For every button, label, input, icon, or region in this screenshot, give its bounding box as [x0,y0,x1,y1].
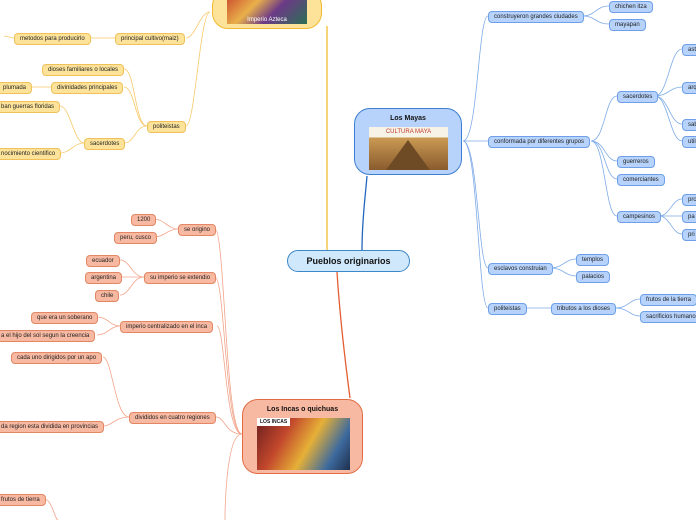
maya-pro[interactable]: pro [682,194,696,206]
inca-imperio-extendio[interactable]: su imperio se extendio [144,272,217,284]
inca-ecuador[interactable]: ecuador [86,255,120,267]
azteca-politeistas[interactable]: politeistas [147,121,186,133]
maya-diferentes-grupos[interactable]: conformada por diferentes grupos [488,136,591,148]
aztec-image-caption: Imperio Azteca [247,17,287,23]
azteca-metodos-producir[interactable]: metodos para producirlo [14,33,91,45]
inca-chile[interactable]: chile [95,290,120,302]
mayas-main-node[interactable]: Los Mayas CULTURA MAYA [354,108,462,175]
azteca-dioses-locales[interactable]: dioses familiares o locales [42,64,125,76]
maya-util[interactable]: utili [682,136,696,148]
inca-soberano[interactable]: que era un soberano [31,312,99,324]
maya-image: CULTURA MAYA [369,127,448,170]
inca-image-caption: LOS INCAS [257,418,291,426]
inca-argentina[interactable]: argentina [85,272,123,284]
maya-grandes-ciudades[interactable]: construyeron grandes ciudades [488,11,584,23]
maya-tributos-dioses[interactable]: tributos a los dioses [551,303,617,315]
aztecas-main-node[interactable]: Imperio Azteca [212,0,322,29]
inca-provincias[interactable]: da region esta dividida en provincias [0,421,105,433]
maya-palacios[interactable]: palacios [576,271,611,283]
maya-templos[interactable]: templos [576,254,610,266]
maya-comerciantes[interactable]: comerciantes [617,174,665,186]
inca-dirigidos-apo[interactable]: cada uno dirigidos por un apo [11,352,103,364]
maya-esclavos[interactable]: esclavos construian [488,263,553,275]
maya-mayapan[interactable]: mayapan [609,19,646,31]
incas-main-node[interactable]: Los Incas o quichuas LOS INCAS [242,399,363,474]
maya-campesinos[interactable]: campesinos [617,211,662,223]
maya-guerreros[interactable]: guerreros [617,156,655,168]
azteca-principal-cultivo[interactable]: principal cultivo(maiz) [115,33,185,45]
maya-pri[interactable]: pri [682,229,696,241]
maya-arq[interactable]: arq [682,82,696,94]
central-topic[interactable]: Pueblos originarios [287,250,410,272]
pyramid-shape [386,140,430,170]
maya-sacrificios[interactable]: sacrificios humano [640,311,696,323]
maya-image-caption: CULTURA MAYA [385,129,432,135]
inca-cuatro-regiones[interactable]: divididos en cuatro regiones [129,412,216,424]
maya-sacerdotes[interactable]: sacerdotes [617,91,659,103]
maya-sab[interactable]: sab [682,119,696,131]
inca-peru-cusco[interactable]: peru, cusco [114,232,158,244]
aztec-image: Imperio Azteca [227,0,307,24]
inca-se-origino[interactable]: se origino [178,224,217,236]
azteca-divinidades[interactable]: divinidades principales [51,82,124,94]
inca-hijo-del-sol[interactable]: a el hijo del sol segun la creencia [0,330,96,342]
azteca-conocimiento[interactable]: nocimiento cientifico [0,148,62,160]
incas-title: Los Incas o quichuas [266,406,339,413]
maya-chichen-itza[interactable]: chichen itza [609,1,653,13]
maya-frutos-tierra[interactable]: frutos de la tierra [640,294,696,306]
inca-anio-1200[interactable]: 1200 [131,214,157,226]
inca-imperio-centralizado[interactable]: imperio centralizado en el inca [120,321,214,333]
mayas-title: Los Mayas [390,115,426,122]
azteca-guerras-floridas[interactable]: ban guerras floridas [0,101,61,113]
maya-pa[interactable]: pa [682,211,696,223]
azteca-sacerdotes[interactable]: sacerdotes [84,138,126,150]
inca-image: LOS INCAS [257,418,350,470]
azteca-plumada[interactable]: plumada [0,82,33,94]
inca-frutos-tierra[interactable]: frutos de tierra [0,494,46,506]
maya-politeistas[interactable]: politeistas [488,303,527,315]
